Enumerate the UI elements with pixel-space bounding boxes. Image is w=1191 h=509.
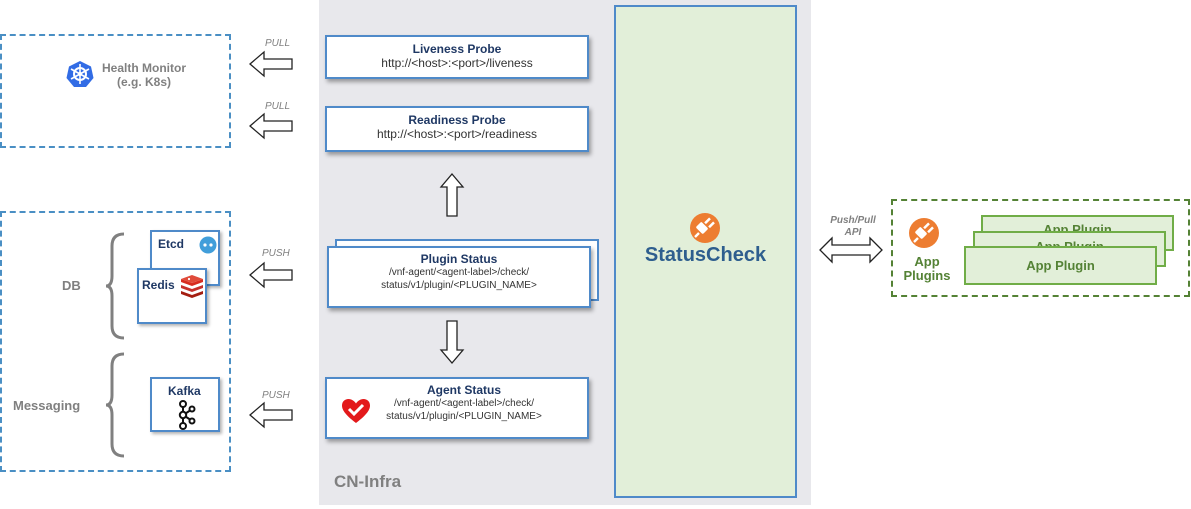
- plug-icon: [690, 213, 720, 243]
- health-monitor-label: Health Monitor (e.g. K8s): [102, 61, 186, 89]
- liveness-probe-title: Liveness Probe: [412, 42, 502, 56]
- health-monitor-title: Health Monitor: [102, 61, 186, 75]
- kafka-icon: [178, 400, 196, 430]
- health-monitor-box: [0, 34, 231, 148]
- pushpull-label: Push/Pull API: [822, 215, 884, 239]
- health-monitor-subtitle: (e.g. K8s): [116, 75, 171, 89]
- liveness-probe-url: http://<host>:<port>/liveness: [381, 56, 533, 70]
- app-plugins-label: App Plugins: [898, 255, 956, 283]
- up-arrow: [439, 172, 465, 217]
- heart-check-icon: [342, 399, 370, 423]
- db-label: DB: [62, 278, 81, 293]
- agent-status-path-1: /vnf-agent/<agent-label>/check/: [393, 398, 535, 409]
- plugin-status-title: Plugin Status: [420, 252, 498, 266]
- pull-label-1: PULL: [265, 38, 291, 49]
- kubernetes-icon: [66, 61, 94, 87]
- readiness-probe-title: Readiness Probe: [408, 113, 506, 127]
- app-plugin-card: App Plugin: [964, 246, 1157, 285]
- agent-status-title: Agent Status: [426, 383, 501, 397]
- kafka-box: Kafka: [150, 377, 220, 432]
- statuscheck-panel: [614, 5, 797, 498]
- app-plugins-label-line1: App: [914, 254, 940, 269]
- down-arrow: [439, 320, 465, 365]
- plugin-status-path-1: /vnf-agent/<agent-label>/check/: [388, 267, 530, 278]
- plugin-status-card: Plugin Status /vnf-agent/<agent-label>/c…: [327, 246, 591, 308]
- pull-arrow-2: [249, 112, 293, 140]
- statuscheck-title: StatusCheck: [644, 244, 767, 266]
- readiness-probe-url: http://<host>:<port>/readiness: [376, 127, 538, 141]
- kafka-label: Kafka: [168, 384, 201, 398]
- app-plugin-label: App Plugin: [1026, 258, 1095, 273]
- messaging-brace: [105, 352, 125, 458]
- push-label-2: PUSH: [262, 390, 290, 401]
- agent-status-card: Agent Status /vnf-agent/<agent-label>/ch…: [325, 377, 589, 439]
- liveness-probe-card: Liveness Probe http://<host>:<port>/live…: [325, 35, 589, 79]
- agent-status-path-2: status/v1/plugin/<PLUGIN_NAME>: [386, 411, 542, 422]
- push-arrow-1: [249, 261, 293, 289]
- redis-box: Redis: [137, 268, 207, 324]
- redis-label: Redis: [142, 278, 175, 292]
- pull-label-2: PULL: [265, 101, 291, 112]
- cn-infra-label: CN-Infra: [334, 472, 402, 491]
- plugin-status-path-2: status/v1/plugin/<PLUGIN_NAME>: [381, 280, 537, 291]
- redis-icon: [181, 275, 203, 298]
- messaging-label: Messaging: [13, 398, 81, 413]
- etcd-icon: [199, 236, 217, 254]
- push-label-1: PUSH: [262, 248, 290, 259]
- db-brace: [105, 232, 125, 340]
- etcd-label: Etcd: [158, 237, 185, 251]
- double-arrow: [819, 236, 883, 264]
- pushpull-label-line2: API: [844, 227, 862, 238]
- pushpull-label-line1: Push/Pull: [830, 215, 876, 226]
- push-arrow-2: [249, 401, 293, 429]
- app-plugins-plug-icon: [909, 218, 939, 248]
- pull-arrow-1: [249, 50, 293, 78]
- app-plugins-label-line2: Plugins: [903, 268, 951, 283]
- etcd-box: Etcd: [150, 230, 220, 286]
- readiness-probe-card: Readiness Probe http://<host>:<port>/rea…: [325, 106, 589, 152]
